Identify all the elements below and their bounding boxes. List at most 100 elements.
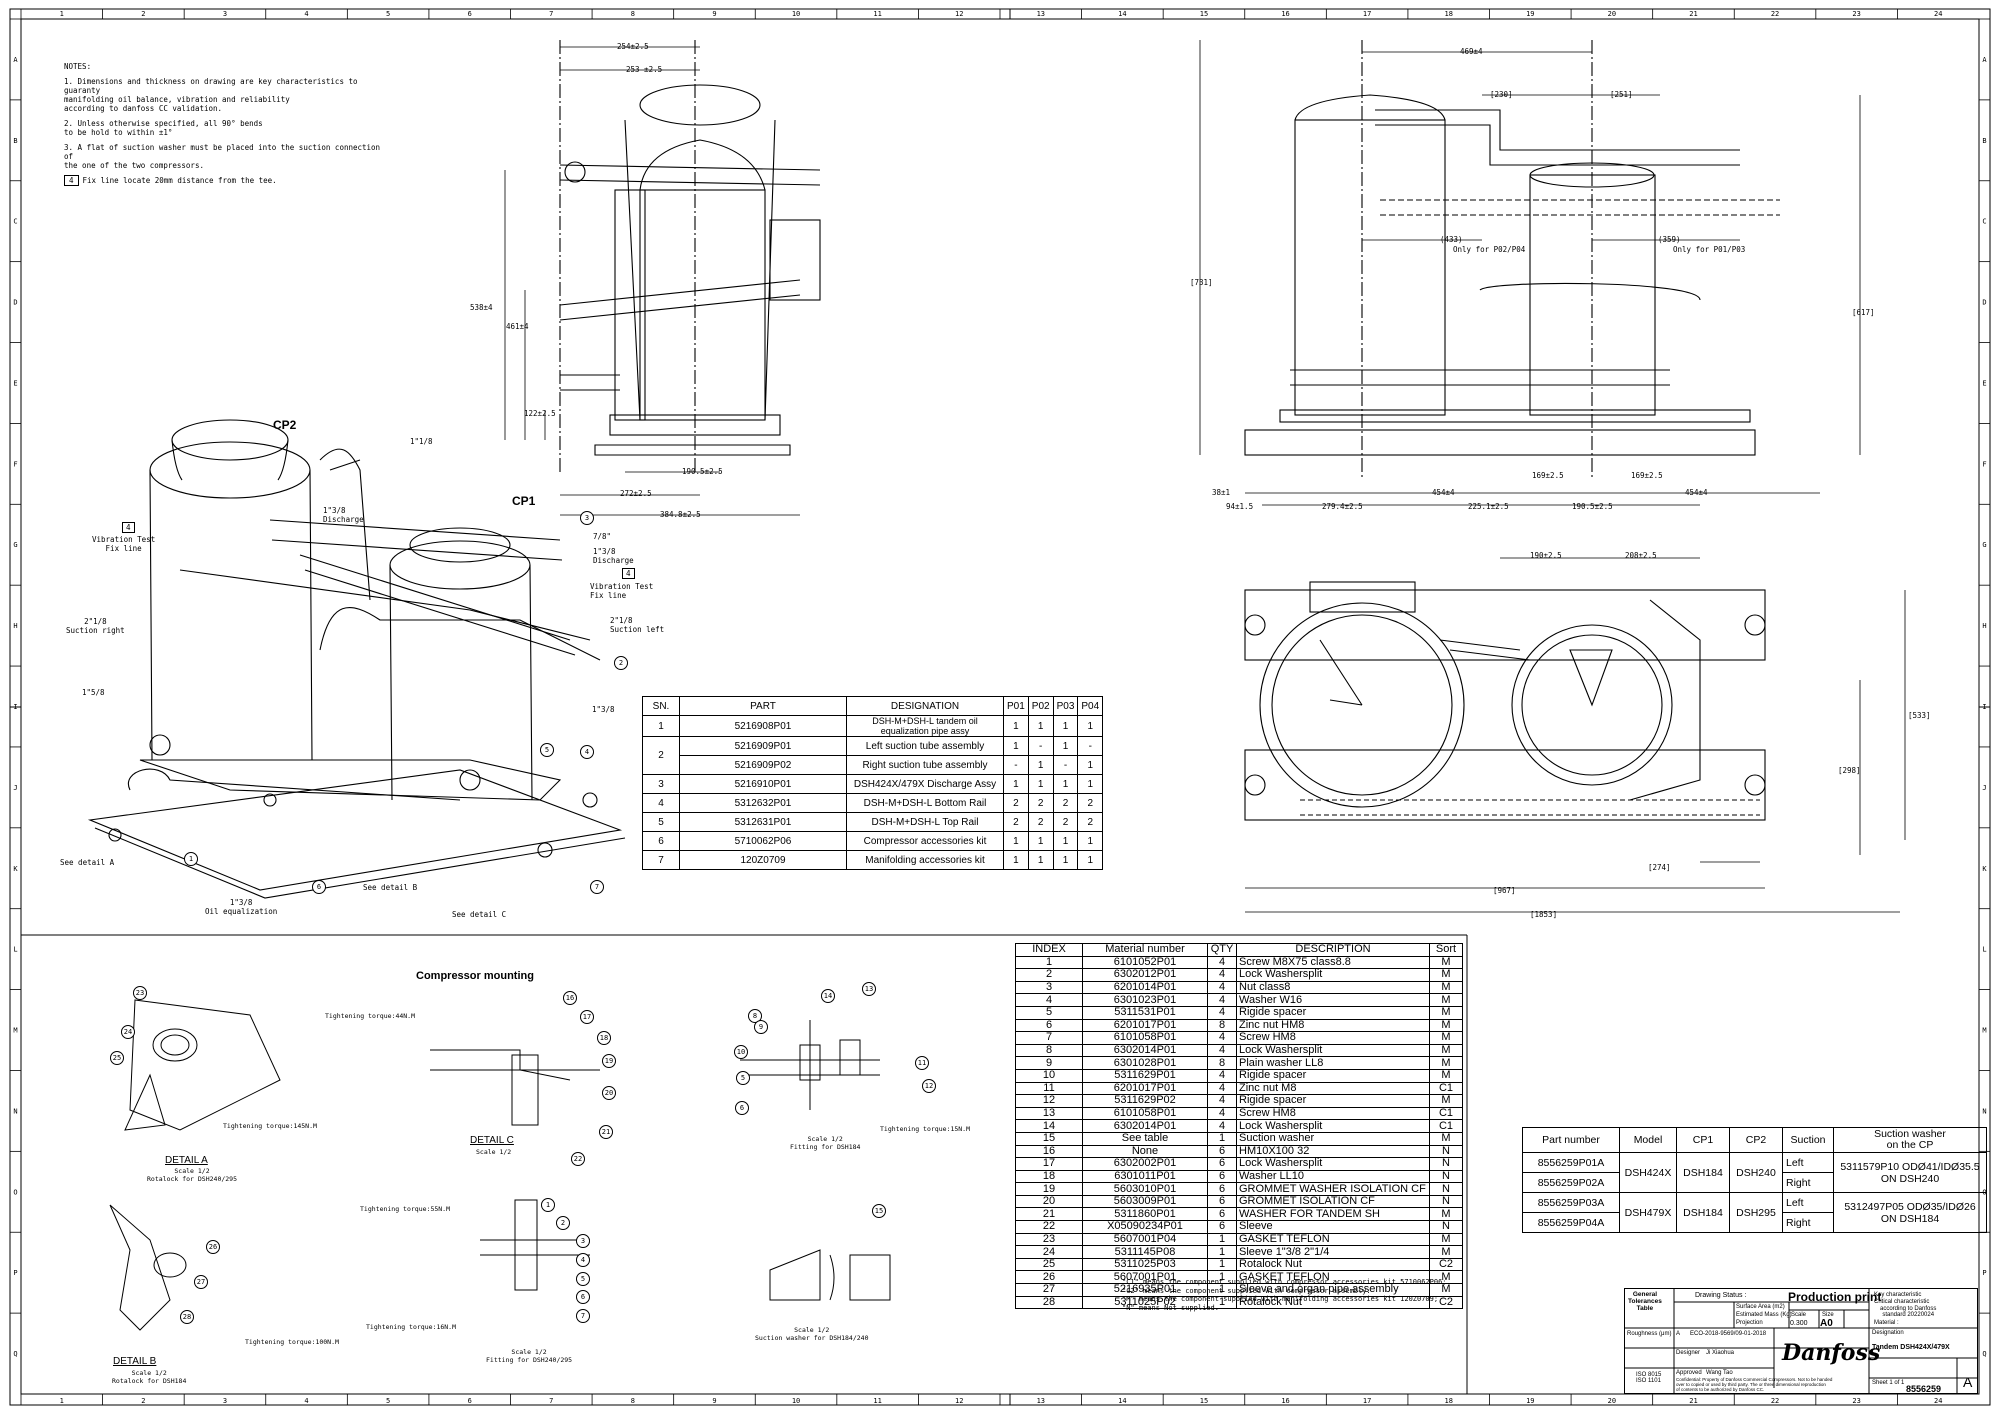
fitting-240-balloon: 3 xyxy=(576,1234,590,1248)
bom-index: 5 xyxy=(1015,1005,1083,1020)
grid-column-label: 17 xyxy=(1363,10,1371,18)
fitting-240-balloon: 2 xyxy=(556,1216,570,1230)
bom-col-material: Material number xyxy=(1082,943,1208,957)
grid-column-label: 6 xyxy=(468,1397,472,1405)
bom-description: Nut class8 xyxy=(1236,980,1430,995)
grid-row-label: J xyxy=(13,784,17,792)
parts-sn: 6 xyxy=(642,831,680,851)
parts-col-p01: P01 xyxy=(1003,696,1029,716)
bom-index: 22 xyxy=(1015,1220,1083,1234)
designer-name: Ji Xiaohua xyxy=(1706,1350,1735,1356)
bom-material: 6101058P01 xyxy=(1082,1031,1208,1045)
parts-qty: 1 xyxy=(1077,715,1104,737)
bom-material: 6302014P01 xyxy=(1082,1119,1208,1133)
note-4-text: Fix line locate 20mm distance from the t… xyxy=(82,176,277,185)
variant-cp2: DSH295 xyxy=(1729,1192,1783,1233)
front-dim-225: 225.1±2.5 xyxy=(1468,502,1509,511)
grid-column-label: 7 xyxy=(549,1397,553,1405)
eco-number: ECO-2018-9569/09-01-2018 xyxy=(1690,1331,1767,1337)
bom-sort: N xyxy=(1429,1157,1463,1171)
grid-column-label: 21 xyxy=(1689,10,1697,18)
bom-header-row: INDEX Material number QTY DESCRIPTION So… xyxy=(1015,943,1463,957)
washer-balloon: 15 xyxy=(872,1204,886,1218)
fitting-184-balloon: 13 xyxy=(862,982,876,996)
detail-c-balloon: 18 xyxy=(597,1031,611,1045)
detail-a-title: DETAIL A xyxy=(165,1155,208,1166)
variant-suction: Left xyxy=(1782,1192,1834,1213)
parts-number: 120Z0709 xyxy=(679,850,847,870)
fitting-240-torque-1: Tightening torque:55N.M xyxy=(360,1205,451,1213)
parts-number: 5312631P01 xyxy=(679,812,847,832)
grid-column-label: 2 xyxy=(141,1397,145,1405)
variant-model: DSH479X xyxy=(1619,1192,1677,1233)
fitting-240-balloon: 7 xyxy=(576,1309,590,1323)
bom-sort: N xyxy=(1429,1220,1463,1234)
grid-row-label: F xyxy=(1982,460,1986,468)
bom-description: Rigide spacer xyxy=(1236,1005,1430,1020)
bom-description: Screw HM8 xyxy=(1236,1106,1430,1121)
document-revision: A xyxy=(1963,1374,1973,1390)
bom-description: WASHER FOR TANDEM SH xyxy=(1236,1207,1430,1222)
bom-col-index: INDEX xyxy=(1015,943,1083,957)
iso-flag-left: 4 xyxy=(122,522,135,533)
grid-row-label: A xyxy=(1982,56,1987,64)
bom-index: 20 xyxy=(1015,1194,1083,1209)
detail-b-balloon: 26 xyxy=(206,1240,220,1254)
grid-column-label: 17 xyxy=(1363,1397,1371,1405)
grid-column-label: 4 xyxy=(304,10,308,18)
grid-column-label: 19 xyxy=(1526,10,1534,18)
approved-name: Wang Tao xyxy=(1706,1370,1733,1376)
discharge-left-label: 1"3/8 Discharge xyxy=(323,506,364,524)
grid-column-label: 12 xyxy=(955,1397,963,1405)
bom-description: Lock Washersplit xyxy=(1236,1119,1430,1133)
grid-column-label: 20 xyxy=(1608,10,1616,18)
parts-number: 5216909P02 xyxy=(679,755,847,775)
variant-col-suction: Suction xyxy=(1782,1127,1834,1153)
grid-column-label: 11 xyxy=(873,10,881,18)
front-dim-617: [617] xyxy=(1852,308,1875,317)
compressor-mounting-title: Compressor mounting xyxy=(416,970,534,982)
front-note-p02-p04: Only for P02/P04 xyxy=(1453,245,1526,254)
grid-column-label: 7 xyxy=(549,10,553,18)
grid-column-label: 14 xyxy=(1118,10,1126,18)
grid-row-label: B xyxy=(1982,137,1986,145)
parts-col-p04: P04 xyxy=(1077,696,1104,716)
bom-index: 3 xyxy=(1015,980,1083,995)
detail-b-balloon: 27 xyxy=(194,1275,208,1289)
bom-qty: 4 xyxy=(1207,1094,1237,1108)
bom-qty: 4 xyxy=(1207,1031,1237,1045)
grid-row-label: J xyxy=(1982,784,1986,792)
detail-b-torque: Tightening torque:100N.M xyxy=(245,1338,339,1346)
pipe-size-7-8: 7/8" xyxy=(593,532,612,541)
cp1-label: CP1 xyxy=(512,494,536,508)
bom-material: 6201014P01 xyxy=(1082,980,1208,995)
grid-column-label: 18 xyxy=(1444,10,1452,18)
grid-column-label: 13 xyxy=(1037,1397,1045,1405)
parts-qty: 1 xyxy=(1027,755,1054,775)
designation-value: Tandem DSH424X/479X xyxy=(1872,1344,1950,1351)
variant-table: Part number Model CP1 CP2 Suction Suctio… xyxy=(1522,1127,1987,1233)
variant-row: 8556259P01A DSH424X DSH184 DSH240 Left 5… xyxy=(1522,1152,1987,1193)
variant-part-number: 8556259P02A xyxy=(1522,1172,1620,1193)
document-number: 8556259 xyxy=(1906,1384,1942,1394)
front-dim-454-left: 454±4 xyxy=(1432,488,1455,497)
grid-row-label: E xyxy=(1982,379,1986,387)
grid-row-label: I xyxy=(1982,703,1986,711)
bom-description: Rigide spacer xyxy=(1236,1094,1430,1108)
surface-area-label: Surface Area (m2) xyxy=(1736,1304,1785,1310)
grid-column-label: 22 xyxy=(1771,10,1779,18)
size-value: A0 xyxy=(1820,1318,1833,1329)
grid-row-label: Q xyxy=(1982,1350,1986,1358)
parts-sn: 1 xyxy=(642,715,680,737)
parts-qty: 1 xyxy=(1077,831,1104,851)
parts-qty: - xyxy=(1027,736,1054,756)
fitting-240-balloon: 1 xyxy=(541,1198,555,1212)
detail-a-balloon: 24 xyxy=(121,1025,135,1039)
pipe-size-1-3-8: 1"3/8 xyxy=(592,705,615,714)
